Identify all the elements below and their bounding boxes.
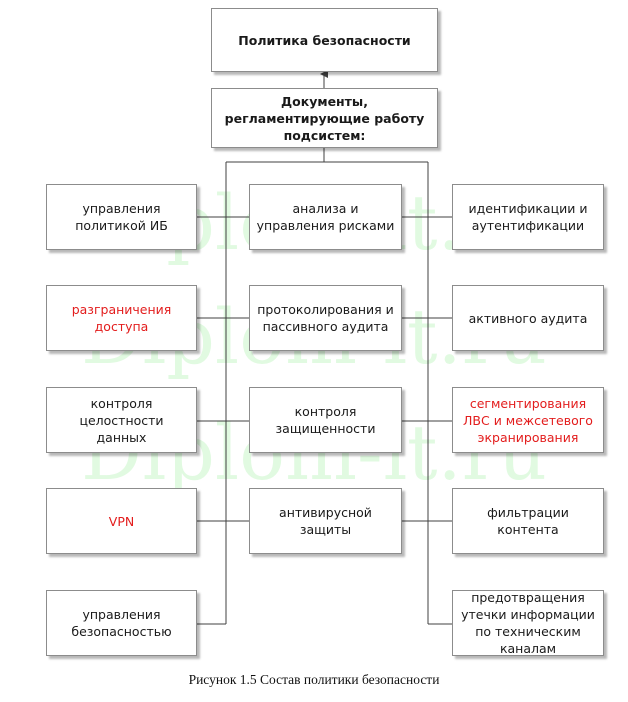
col2-box: антивирусной защиты xyxy=(249,488,402,554)
col2-box: контроля защищенности xyxy=(249,387,402,453)
figure-caption: Рисунок 1.5 Состав политики безопасности xyxy=(188,672,440,687)
col1-box: разграничения доступа xyxy=(46,285,197,351)
col3-box: идентификации и аутентификации xyxy=(452,184,604,250)
col3-box: активного аудита xyxy=(452,285,604,351)
col1-box: контроля целостности данных xyxy=(46,387,197,453)
col1-box: управления политикой ИБ xyxy=(46,184,197,250)
col3-box: сегментирования ЛВС и межсетевого экрани… xyxy=(452,387,604,453)
documents-box: Документы, регламентирующие работу подси… xyxy=(211,88,438,148)
col3-box: предотвращения утечки информации по техн… xyxy=(452,590,604,656)
col2-box: анализа и управления рисками xyxy=(249,184,402,250)
col3-box: фильтрации контента xyxy=(452,488,604,554)
col1-box: управления безопасностью xyxy=(46,590,197,656)
col1-box: VPN xyxy=(46,488,197,554)
col2-box: протоколирования и пассивного аудита xyxy=(249,285,402,351)
policy-box: Политика безопасности xyxy=(211,8,438,72)
